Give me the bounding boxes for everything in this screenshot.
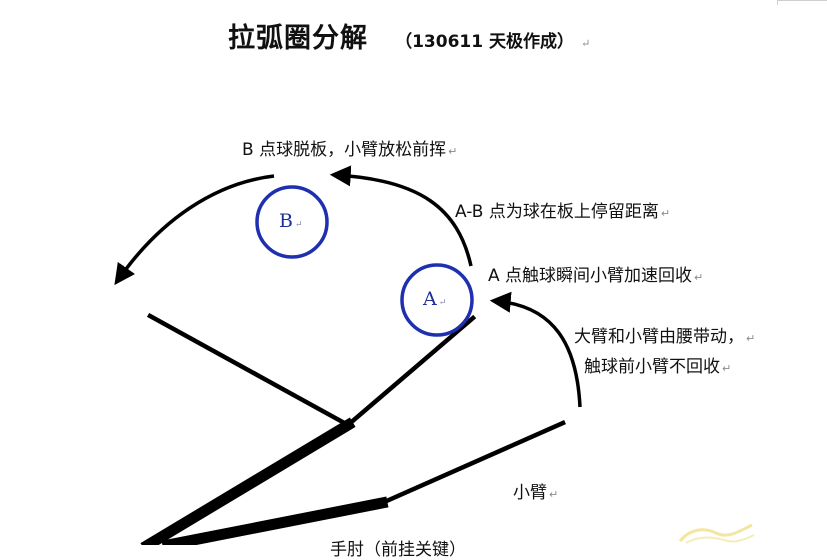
paragraph-mark-icon: ↵ [660,207,671,220]
forearm-line [379,420,566,506]
window-edge-corner [777,0,778,5]
note-ab-distance: A-B 点为球在板上停留距离↵ [455,202,671,222]
upper-body-line [146,312,352,429]
note-bottom-cut: 手肘（前挂关键） [330,540,466,560]
note-arms-line2: 触球前小臂不回收↵ [584,357,732,377]
note-arms-line1: 大臂和小臂由腰带动，↵ [574,327,756,347]
stroke-diagram [114,165,582,545]
ab-dwell-arrow [329,165,473,267]
watermark-logo-icon [678,523,755,544]
paragraph-mark-icon: ↵ [746,332,756,345]
point-a-circle [400,263,474,337]
upper-arm-line [140,417,356,545]
page-title: 拉弧圈分解 [228,23,368,54]
paragraph-mark-icon: ↵ [448,145,458,158]
note-b-point: B 点球脱板，小臂放松前挥↵ [242,140,458,160]
point-a-label: A↵ [423,288,447,310]
point-b-circle [255,185,329,259]
paragraph-mark-icon: ↵ [549,488,559,501]
paragraph-mark-icon: ↵ [694,271,704,284]
paragraph-mark-icon: ↵ [722,362,732,375]
page-subtitle: （130611 天极作成） [395,32,574,52]
racket-forearm-line [344,314,477,429]
point-b-label: B↵ [279,210,303,232]
paragraph-mark-icon: ↵ [581,37,591,50]
follow-through-arrow [114,174,275,286]
paragraph-mark-icon: ↵ [294,220,303,230]
forward-swing-arrow [489,291,582,408]
title-row: 拉弧圈分解 （130611 天极作成） ↵ [228,16,590,55]
paragraph-mark-icon: ↵ [438,298,447,308]
note-a-point: A 点触球瞬间小臂加速回收↵ [488,266,704,286]
lower-arm-thick-line [161,496,389,545]
window-edge [777,0,827,1]
note-forearm: 小臂↵ [513,483,559,503]
